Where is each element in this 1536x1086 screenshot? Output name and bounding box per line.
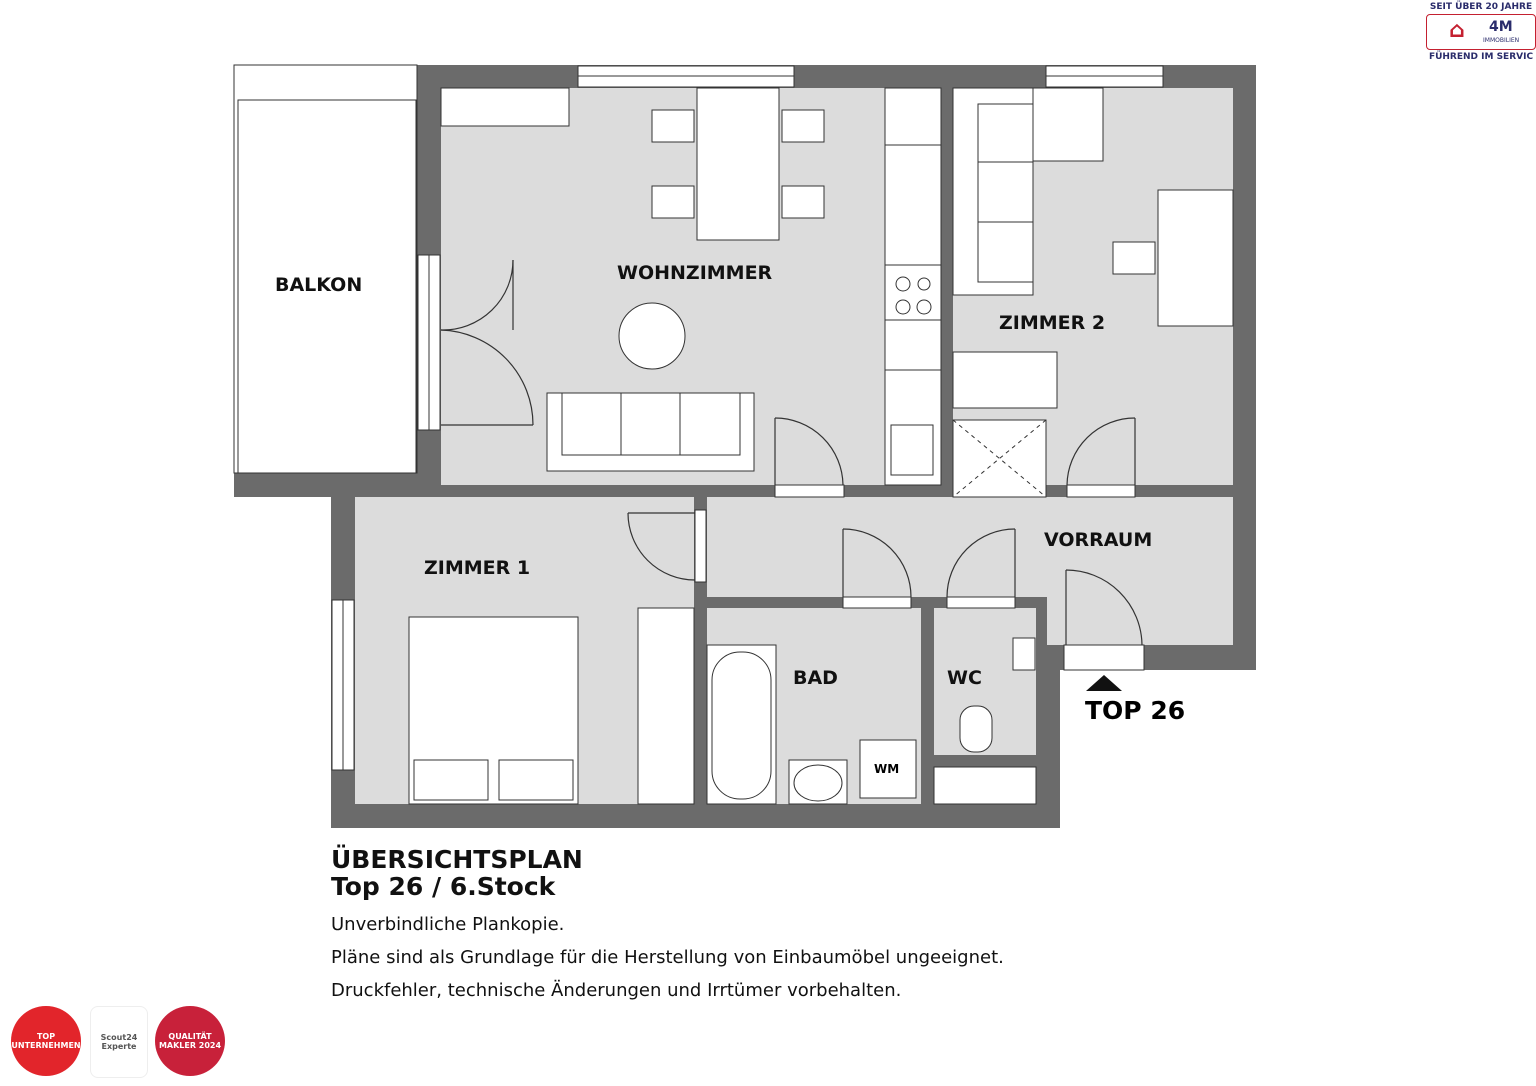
chair [781,109,825,143]
sideboard [440,87,570,127]
chair [651,109,695,143]
badge-qualitaet-makler: QUALITÄT MAKLER 2024 [155,1006,225,1076]
label-zimmer-1: ZIMMER 1 [424,557,530,579]
label-zimmer-2: ZIMMER 2 [999,312,1105,334]
shelf [1032,87,1104,162]
desk [1157,189,1234,327]
wc-basin [1012,637,1036,671]
label-vorraum: VORRAUM [1044,529,1152,551]
label-wm: WM [874,762,899,776]
badge-scout24: Scout24 Experte [90,1006,148,1078]
logo-claim: FÜHREND IM SERVIC [1428,52,1534,62]
caption-note: Unverbindliche Plankopie. [331,914,565,935]
cabinet [952,351,1058,409]
badge-top-unternehmen: TOP UNTERNEHMEN [11,1006,81,1076]
toilet [959,705,993,753]
caption-note: Druckfehler, technische Änderungen und I… [331,980,902,1001]
label-wc: WC [947,667,982,689]
door-swings [440,259,1143,646]
room-vorraum [707,497,1233,645]
logo-tagline: SEIT ÜBER 20 JAHRE [1429,2,1533,12]
door-openings [694,484,1145,671]
logo-sub: IMMOBILIEN [1483,37,1520,44]
chair [781,185,825,219]
entrance-label: TOP 26 [1085,696,1185,725]
house-icon: ⌂ [1449,18,1465,43]
label-bad: BAD [793,667,838,689]
logo-brand: 4M [1489,19,1513,35]
chair [1112,241,1156,275]
dining-table [696,87,780,241]
wardrobe [637,607,695,805]
caption-subtitle: Top 26 / 6.Stock [331,872,556,901]
shaft [952,419,1047,498]
company-logo: SEIT ÜBER 20 JAHRE ⌂ 4M IMMOBILIEN FÜHRE… [1426,2,1536,62]
kitchen [884,87,942,486]
sink [890,424,934,476]
caption-note: Pläne sind als Grundlage für die Herstel… [331,947,1004,968]
coffee-table [618,302,686,370]
chair [651,185,695,219]
caption-title: ÜBERSICHTSPLAN [331,845,583,874]
caption: ÜBERSICHTSPLAN Top 26 / 6.Stock Unverbin… [331,846,1004,1007]
furniture [408,87,1234,805]
entrance-arrow-icon [1086,675,1122,691]
label-wohnzimmer: WOHNZIMMER [617,262,773,284]
label-balkon: BALKON [275,274,362,296]
washing-machine [859,739,917,799]
